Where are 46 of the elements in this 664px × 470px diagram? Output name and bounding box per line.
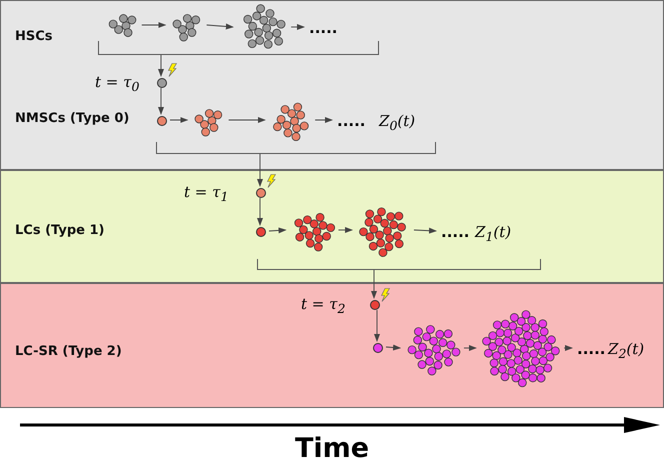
arrow (386, 344, 402, 350)
cell (157, 116, 167, 126)
ellipsis: ..... (441, 222, 470, 242)
cell (370, 300, 380, 310)
arrow (141, 22, 166, 28)
math-label: t = τ$_{1}$ (184, 182, 228, 206)
row-label: NMSCs (Type 0) (15, 111, 130, 126)
arrow (371, 270, 377, 299)
math-label: Z$_{0}$(t) (379, 111, 416, 135)
math-label: t = τ$_{2}$ (301, 294, 346, 318)
bracket (257, 259, 541, 270)
arrow (290, 24, 305, 30)
arrow (268, 227, 287, 234)
arrow (206, 23, 234, 30)
arrow (338, 227, 354, 233)
arrow (464, 345, 477, 351)
arrow (414, 228, 437, 234)
arrow (257, 154, 263, 187)
arrow (314, 117, 333, 123)
arrow (374, 310, 380, 342)
band (0, 170, 664, 283)
cell (373, 343, 383, 353)
band (0, 0, 664, 170)
row-label: LC-SR (Type 2) (15, 344, 122, 359)
cell (256, 188, 266, 198)
ellipsis: ..... (309, 18, 338, 38)
row-label: LCs (Type 1) (15, 223, 104, 238)
math-label: t = τ$_{0}$ (95, 72, 140, 96)
arrow (170, 117, 188, 123)
arrow (228, 117, 266, 123)
axis-label: Time (294, 433, 370, 464)
cell (157, 78, 167, 88)
arrow (158, 54, 164, 77)
bracket (156, 142, 436, 154)
ellipsis: ..... (337, 111, 366, 131)
math-label: Z$_{2}$(t) (608, 339, 644, 363)
bracket (98, 41, 379, 55)
row-label: HSCs (15, 29, 53, 44)
arrow (257, 198, 263, 226)
math-label: Z$_{1}$(t) (475, 222, 512, 246)
arrow (158, 88, 164, 115)
band (0, 283, 664, 408)
arrow (564, 345, 573, 351)
cell (256, 227, 266, 237)
cell-cluster (480, 308, 562, 390)
ellipsis: ..... (577, 339, 606, 359)
